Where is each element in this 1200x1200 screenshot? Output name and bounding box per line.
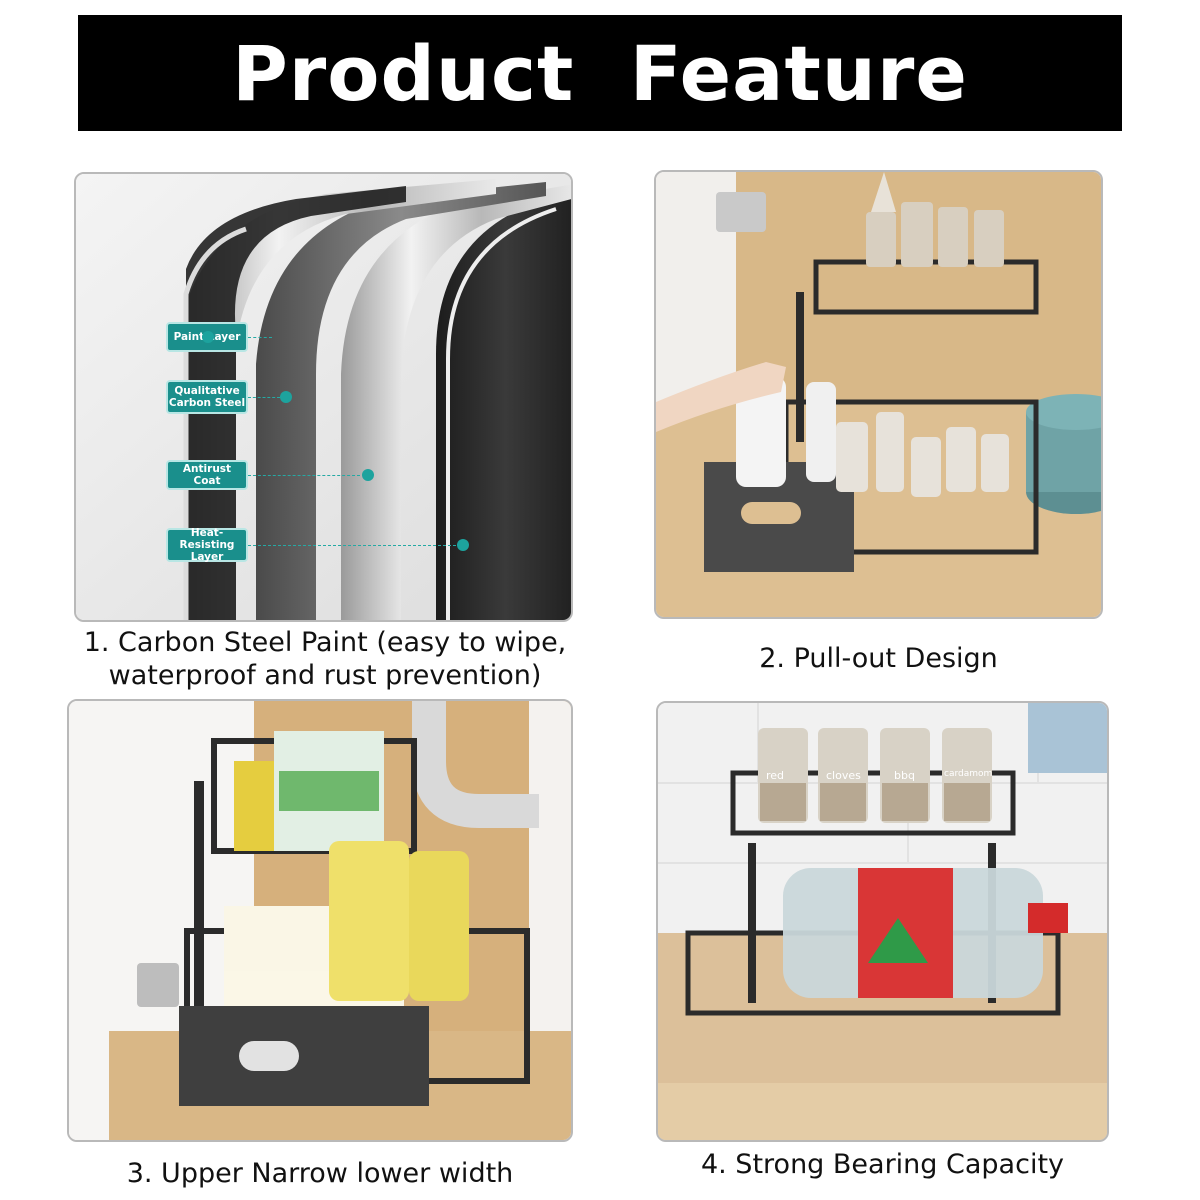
jar-label-cloves: cloves (826, 769, 861, 782)
jar-label-red: red (766, 769, 785, 782)
carbon-steel-label: Qualitative Carbon Steel (166, 380, 248, 414)
narrow-wide-rack-illustration (69, 701, 571, 1140)
bearing-capacity-illustration (658, 703, 1107, 1140)
page-title: Product Feature (232, 28, 968, 118)
jar-label-cardamom: cardamom (944, 769, 993, 779)
antirust-coat-label: Antirust Coat (166, 460, 248, 490)
pull-out-rack-illustration (656, 172, 1101, 617)
paint-layer-marker (202, 331, 214, 343)
feature-3-image (67, 699, 573, 1142)
heat-resisting-label: Heat-Resisting Layer (166, 527, 248, 563)
feature-2-caption: 2. Pull-out Design (759, 643, 998, 674)
antirust-coat-marker (362, 469, 374, 481)
feature-3-caption: 3. Upper Narrow lower width (126, 1158, 514, 1189)
feature-4-caption: 4. Strong Bearing Capacity (700, 1149, 1065, 1180)
carbon-steel-marker (280, 391, 292, 403)
steel-layers-illustration (76, 174, 571, 620)
feature-1-image: Paint Layer Qualitative Carbon Steel Ant… (74, 172, 573, 622)
feature-1-caption-line1: 1. Carbon Steel Paint (easy to wipe, (83, 627, 567, 658)
feature-4-image: red cloves bbq cardamom (656, 701, 1109, 1142)
antirust-coat-leader (248, 475, 360, 476)
jar-label-bbq: bbq (894, 769, 915, 782)
heat-resisting-marker (457, 539, 469, 551)
feature-1-caption: 1. Carbon Steel Paint (easy to wipe, wat… (40, 626, 610, 692)
feature-1-caption-line2: waterproof and rust prevention) (108, 660, 542, 691)
paint-layer-leader (248, 337, 272, 338)
feature-2-image (654, 170, 1103, 619)
header-banner: Product Feature (78, 15, 1122, 131)
heat-resisting-leader (248, 545, 456, 546)
carbon-steel-leader (248, 397, 280, 398)
